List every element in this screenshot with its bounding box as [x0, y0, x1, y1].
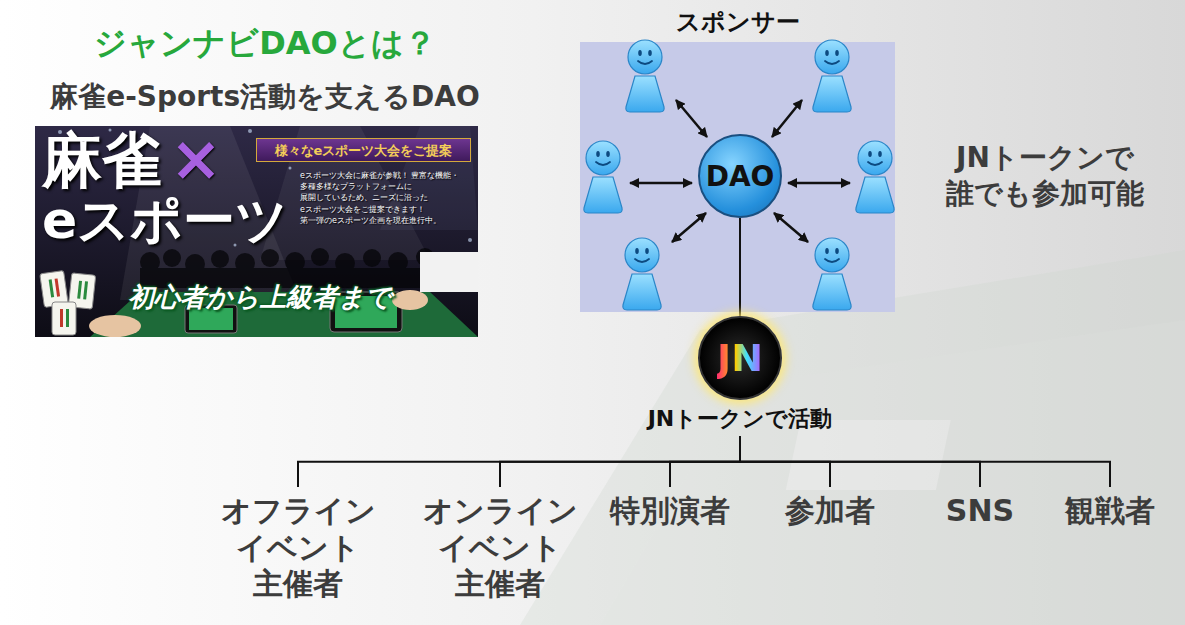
- dao-circle: DAO: [698, 134, 782, 218]
- tree-connector: [298, 436, 740, 487]
- panel-heading: スポンサー: [580, 6, 895, 38]
- subtitle: 麻雀e-Sports活動を支えるDAO: [10, 80, 520, 114]
- image-banner: 様々なeスポーツ大会をご提案: [256, 138, 471, 162]
- role-label: SNS: [930, 493, 1030, 530]
- image-tagline: 初心者から上級者まで: [128, 284, 392, 310]
- connectors: [298, 218, 1110, 487]
- node-text: 特別演者: [600, 493, 740, 530]
- role-label: 参加者: [770, 493, 890, 530]
- node-text: DAO: [706, 160, 775, 193]
- image-symbol: ×: [170, 128, 222, 190]
- tree-connector: [500, 436, 740, 487]
- note-text: JNトークンで 誰でも参加可能: [915, 140, 1175, 213]
- role-label: 特別演者: [600, 493, 740, 530]
- node-text: オンライン イベント 主催者: [410, 493, 590, 603]
- role-label: 観戦者: [1055, 493, 1165, 530]
- image-body-text: eスポーツ大会に麻雀が参戦！ 豊富な機能・多種多様なプラットフォームに 展開して…: [300, 170, 474, 226]
- tree-connector: [740, 436, 1110, 487]
- image-headline: 麻雀: [42, 130, 162, 190]
- role-label: オンライン イベント 主催者: [410, 493, 590, 603]
- tree-connector: [739, 218, 741, 316]
- title-text: ジャンナビDAOとは？: [20, 24, 510, 62]
- jn-token: JN JNトークンで活動: [625, 316, 855, 432]
- image-headline: eスポーツ: [42, 194, 288, 246]
- node-text: 観戦者: [1055, 493, 1165, 530]
- token-mark: JN: [717, 336, 763, 380]
- node-text: 参加者: [770, 493, 890, 530]
- token-caption: JNトークンで活動: [648, 406, 833, 432]
- token-circle: JN: [698, 316, 782, 400]
- role-label: オフライン イベント 主催者: [208, 493, 388, 603]
- promo-image: [35, 126, 478, 337]
- panel-ground: [580, 42, 895, 312]
- sponsor-panel: スポンサーDAO: [580, 42, 895, 312]
- node-text: オフライン イベント 主催者: [208, 493, 388, 603]
- node-text: SNS: [930, 493, 1030, 530]
- tree-connector: [670, 436, 740, 487]
